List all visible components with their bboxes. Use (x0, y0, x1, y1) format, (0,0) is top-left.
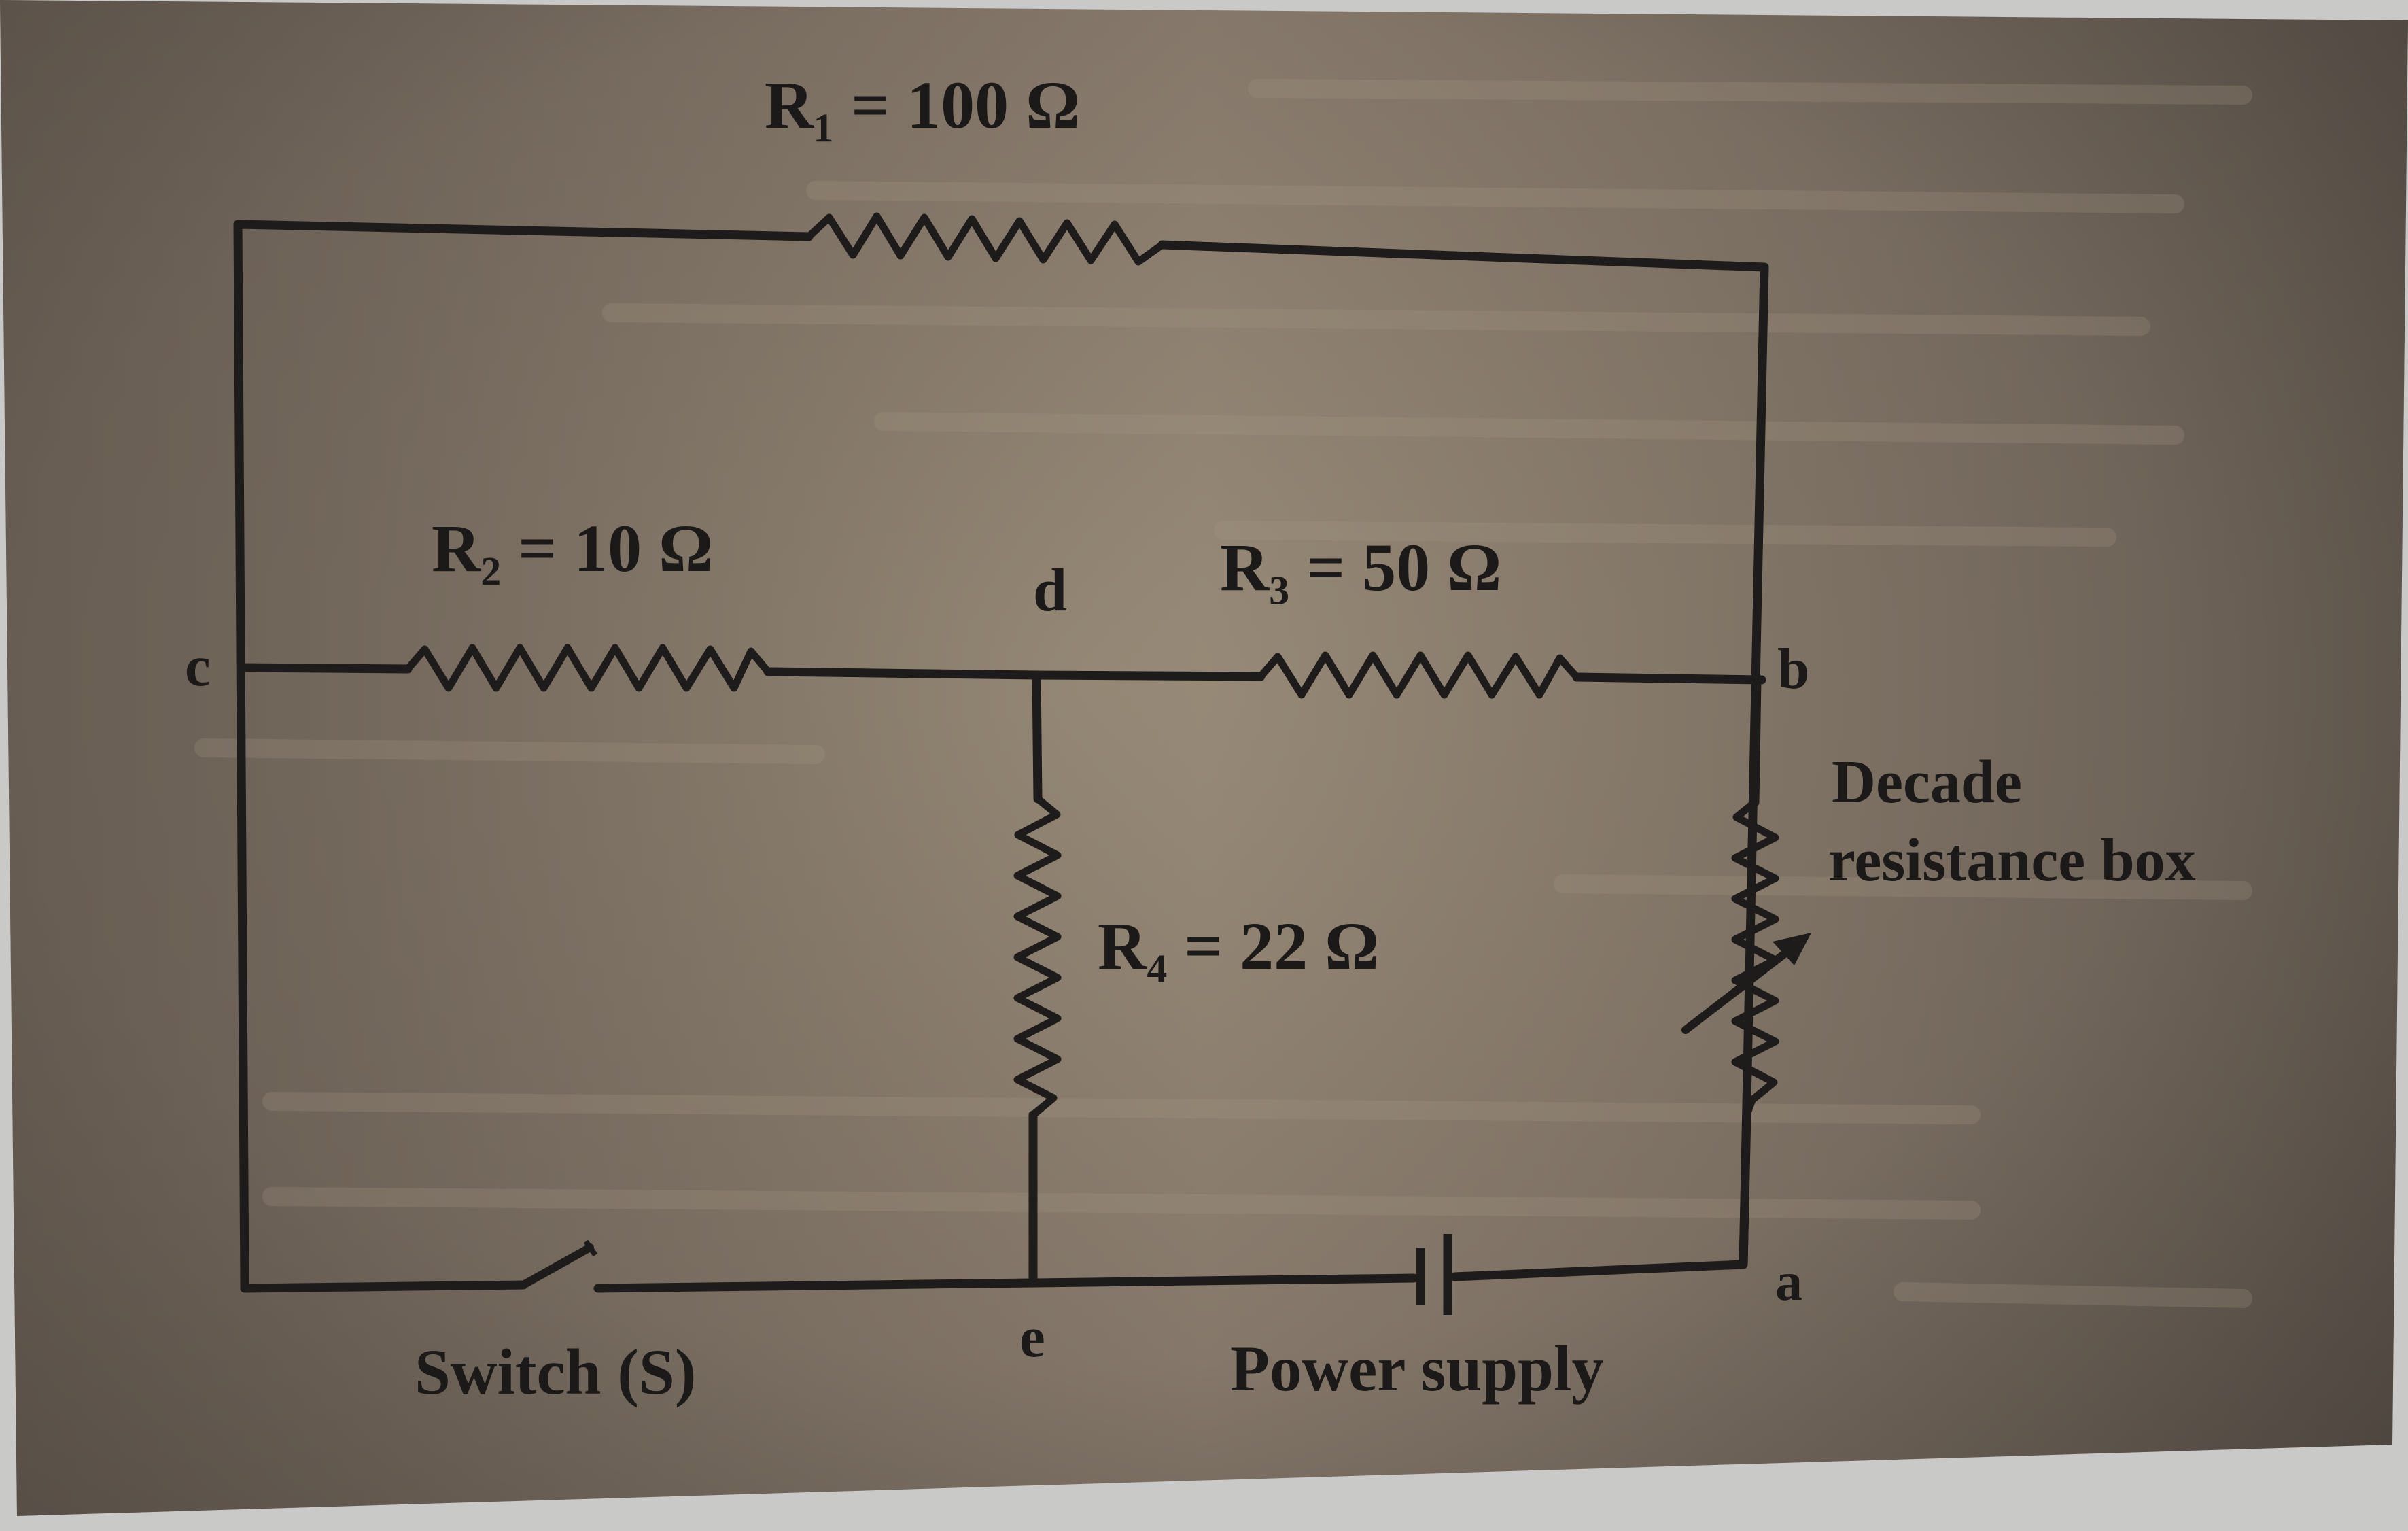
wire-d-down (1032, 670, 1043, 804)
show-through-text (194, 79, 2252, 1308)
label-switch: Switch (S) (415, 1336, 696, 1408)
label-node-c: c (185, 634, 211, 698)
wire-d-right (1032, 670, 1266, 681)
label-r3: R₃ = 50 Ω (1220, 530, 1501, 605)
label-node-a: a (1775, 1252, 1802, 1312)
wire-box-bottom (1739, 1110, 1751, 1269)
label-r2: R₂ = 10 Ω (432, 511, 713, 586)
variable-arrow-icon (1681, 933, 1811, 1034)
switch-icon (519, 1239, 598, 1289)
top-left-wire (233, 220, 814, 1293)
wire-b (1572, 672, 1766, 685)
wire-d-left (763, 667, 1041, 680)
label-node-e: e (1019, 1305, 1045, 1369)
label-power-supply: Power supply (1230, 1332, 1604, 1405)
wire-switch-left (240, 1280, 528, 1293)
resistor-r3 (1257, 651, 1581, 699)
label-node-d: d (1033, 557, 1067, 624)
resistor-r1 (805, 212, 1166, 266)
battery-icon (1416, 1234, 1452, 1315)
wire-bottom-right (1450, 1260, 1748, 1281)
label-r4: R₄ = 22 Ω (1098, 908, 1379, 984)
resistor-r4 (1013, 795, 1062, 1119)
label-r1: R₁ = 100 Ω (765, 67, 1080, 143)
wire-bottom-mid (593, 1273, 1418, 1293)
wire-box-top (1750, 675, 1762, 807)
wire-c (237, 663, 413, 674)
resistor-r2 (404, 644, 772, 692)
label-decade-line2: resistance box (1828, 827, 2196, 894)
label-decade-line1: Decade (1832, 749, 2022, 816)
label-node-b: b (1777, 637, 1809, 701)
